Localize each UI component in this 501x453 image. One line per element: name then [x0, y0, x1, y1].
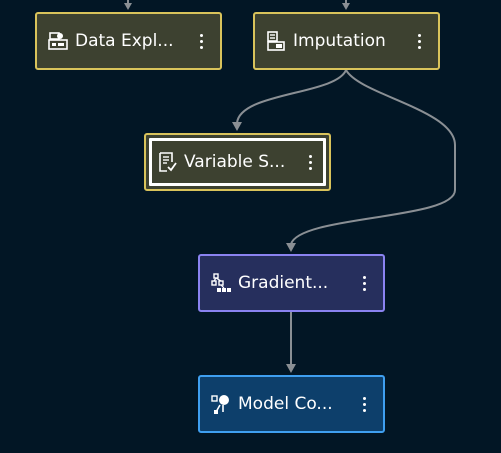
node-data-exploration[interactable]: Data Expl...	[35, 12, 222, 70]
node-menu-button[interactable]	[410, 29, 428, 53]
arrowhead	[342, 3, 350, 10]
node-label: Imputation	[293, 31, 386, 51]
node-label: Variable S...	[184, 152, 286, 172]
node-menu-button[interactable]	[355, 392, 373, 416]
node-gradient-boosting[interactable]: Gradient...	[198, 254, 385, 312]
arrowhead	[232, 122, 242, 131]
node-menu-button[interactable]	[301, 150, 319, 174]
node-label: Gradient...	[238, 273, 329, 293]
node-menu-button[interactable]	[355, 271, 373, 295]
node-model-comparison[interactable]: Model Co...	[198, 375, 385, 433]
node-label: Model Co...	[238, 394, 333, 414]
node-variable-selection[interactable]: Variable S...	[144, 133, 331, 191]
node-label: Data Expl...	[75, 31, 174, 51]
connector-imputation-to-gradient-boosting	[290, 69, 456, 245]
arrowhead	[286, 243, 296, 252]
variable-selection-icon	[159, 152, 177, 172]
node-imputation[interactable]: Imputation	[253, 12, 440, 70]
data-exploration-icon	[48, 32, 68, 50]
imputation-icon	[267, 31, 285, 51]
gradient-boosting-icon	[211, 273, 231, 292]
node-menu-button[interactable]	[192, 29, 210, 53]
model-comparison-icon	[211, 395, 229, 414]
arrowhead	[124, 3, 132, 10]
arrowhead	[286, 364, 296, 373]
connector-imputation-to-variable-selection	[236, 69, 347, 124]
